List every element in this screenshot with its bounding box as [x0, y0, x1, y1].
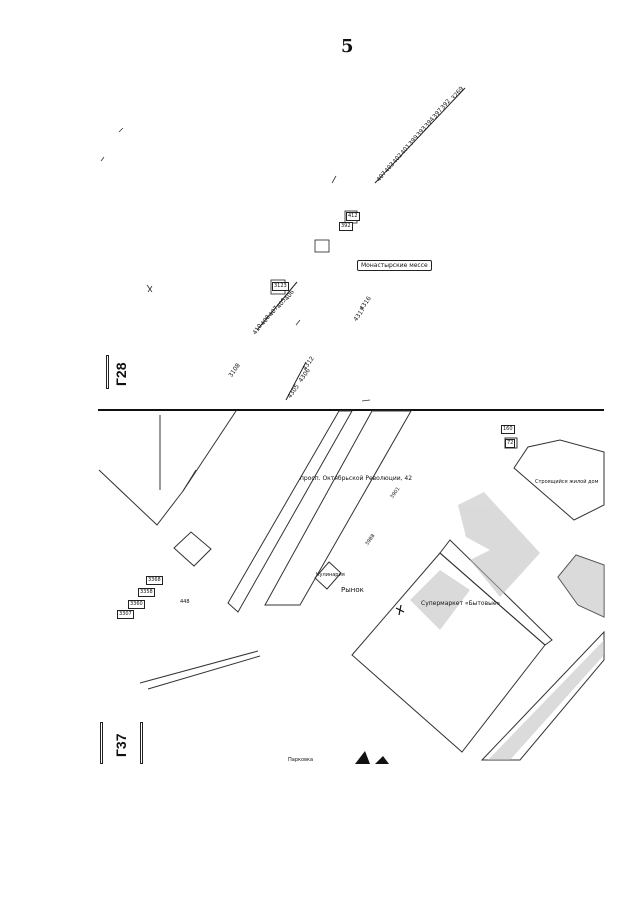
small-tag: 392	[339, 222, 353, 231]
box-3123-top	[314, 239, 330, 253]
shaded-areas	[410, 492, 604, 760]
upper-strokes	[100, 127, 371, 402]
left-tag: 3360	[128, 600, 145, 609]
sheet-frame-lower-right	[140, 722, 143, 764]
stack-label: 407	[375, 169, 389, 184]
upper-cluster	[256, 87, 466, 401]
left-tag: 3358	[138, 588, 155, 597]
callout-label: Монастырские мессе	[357, 260, 432, 271]
right-tag: 72	[505, 439, 516, 448]
right-tag: 160	[501, 425, 515, 434]
address-label: просп. Октябрьской Революции, 42	[300, 475, 413, 482]
upper-stack: 3269 392 397 394 393 399 401 402 403 407	[372, 85, 472, 190]
small-tag: 412	[346, 212, 360, 221]
left-tag: 3368	[146, 576, 163, 585]
market-label: Рынок	[341, 586, 364, 594]
right-building-label: Строящийся жилой дом	[535, 479, 599, 485]
small-tag: 3123	[272, 282, 289, 291]
page-number: 5	[341, 36, 354, 57]
left-tag: 3307	[117, 610, 134, 619]
bottom-markers	[355, 751, 389, 764]
lower-outlines	[98, 410, 605, 761]
left-tag-plain: 448	[180, 599, 190, 605]
bottom-label: Парковка	[288, 757, 314, 763]
sheet-frame-upper	[106, 355, 109, 389]
supermarket-label: Супермаркет «Бытовые»	[421, 600, 501, 607]
kiosk-label: Кулинария	[316, 572, 345, 578]
sheet-divider	[98, 409, 604, 411]
cross-marker	[395, 604, 405, 616]
sheet-frame-lower	[100, 722, 103, 764]
